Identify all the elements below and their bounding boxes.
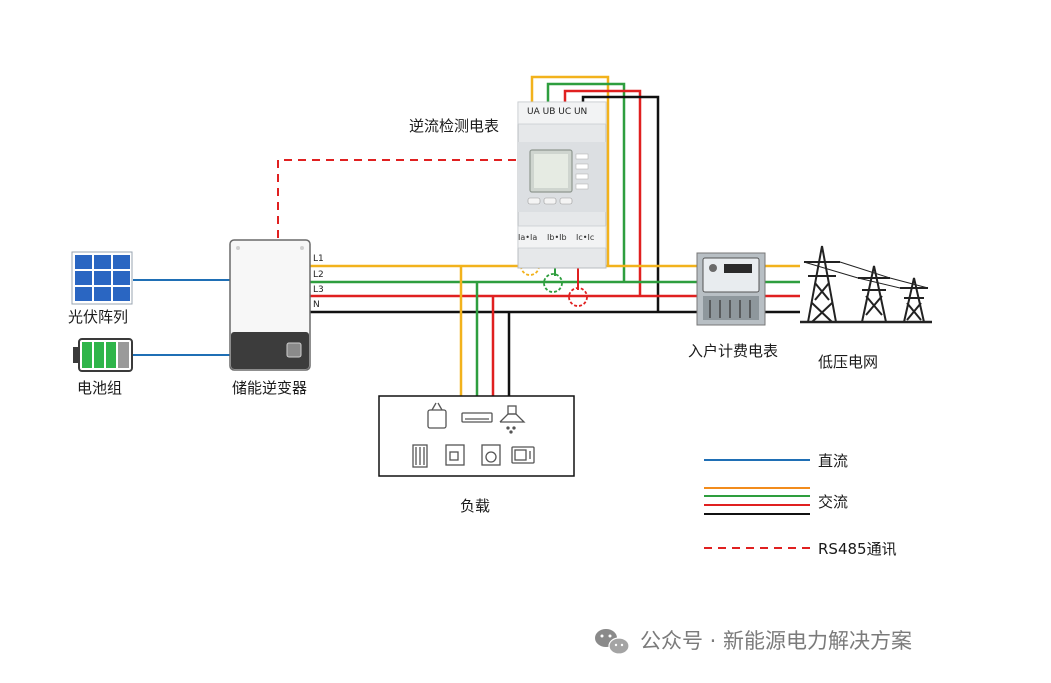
inverter-port-l2: L2 bbox=[313, 270, 324, 280]
wire-ub bbox=[546, 82, 626, 282]
solar-panel-icon bbox=[71, 251, 133, 305]
billing-meter-label: 入户计费电表 bbox=[688, 342, 778, 360]
inverter-port-n: N bbox=[313, 300, 320, 310]
rs485-link bbox=[277, 159, 518, 238]
energy-storage-inverter bbox=[229, 239, 311, 371]
legend-ac-label: 交流 bbox=[818, 493, 848, 511]
grid-label: 低压电网 bbox=[818, 353, 878, 371]
pv-array-label: 光伏阵列 bbox=[68, 308, 128, 326]
wire-uc bbox=[563, 89, 642, 296]
heater-icon bbox=[412, 444, 428, 468]
range-hood-icon bbox=[499, 405, 526, 434]
load-box bbox=[378, 395, 575, 477]
ct-ring-c bbox=[568, 287, 588, 307]
tv-icon bbox=[427, 402, 447, 429]
meter-ct-label-c: Ic•Ic bbox=[576, 233, 594, 242]
wire-ua bbox=[530, 75, 610, 266]
battery-label: 电池组 bbox=[77, 379, 122, 397]
coffee-machine-icon bbox=[445, 444, 465, 466]
microwave-icon bbox=[511, 446, 535, 464]
legend: 直流 交流 RS485通讯 bbox=[704, 452, 897, 558]
battery-icon bbox=[73, 338, 133, 372]
ct-ring-b bbox=[543, 273, 563, 293]
billing-meter-icon bbox=[696, 252, 766, 326]
legend-dc-label: 直流 bbox=[818, 452, 848, 470]
air-conditioner-icon bbox=[461, 412, 493, 423]
power-tower-icon bbox=[800, 245, 932, 324]
watermark-text: 公众号 · 新能源电力解决方案 bbox=[640, 629, 912, 653]
washing-machine-icon bbox=[481, 444, 501, 466]
reverse-meter-label: 逆流检测电表 bbox=[409, 117, 499, 135]
inverter-port-l3: L3 bbox=[313, 285, 324, 295]
meter-top-terminal-labels: UA UB UC UN bbox=[527, 107, 587, 117]
inverter-port-l1: L1 bbox=[313, 254, 324, 264]
wechat-icon bbox=[595, 629, 630, 655]
wire-un bbox=[581, 95, 660, 312]
load-label: 负载 bbox=[460, 497, 490, 515]
legend-rs485-label: RS485通讯 bbox=[818, 540, 897, 558]
inverter-label: 储能逆变器 bbox=[232, 379, 307, 397]
reverse-flow-meter bbox=[517, 101, 607, 269]
meter-ct-label-b: Ib•Ib bbox=[547, 233, 567, 242]
meter-ct-label-a: Ia•Ia bbox=[518, 233, 537, 242]
